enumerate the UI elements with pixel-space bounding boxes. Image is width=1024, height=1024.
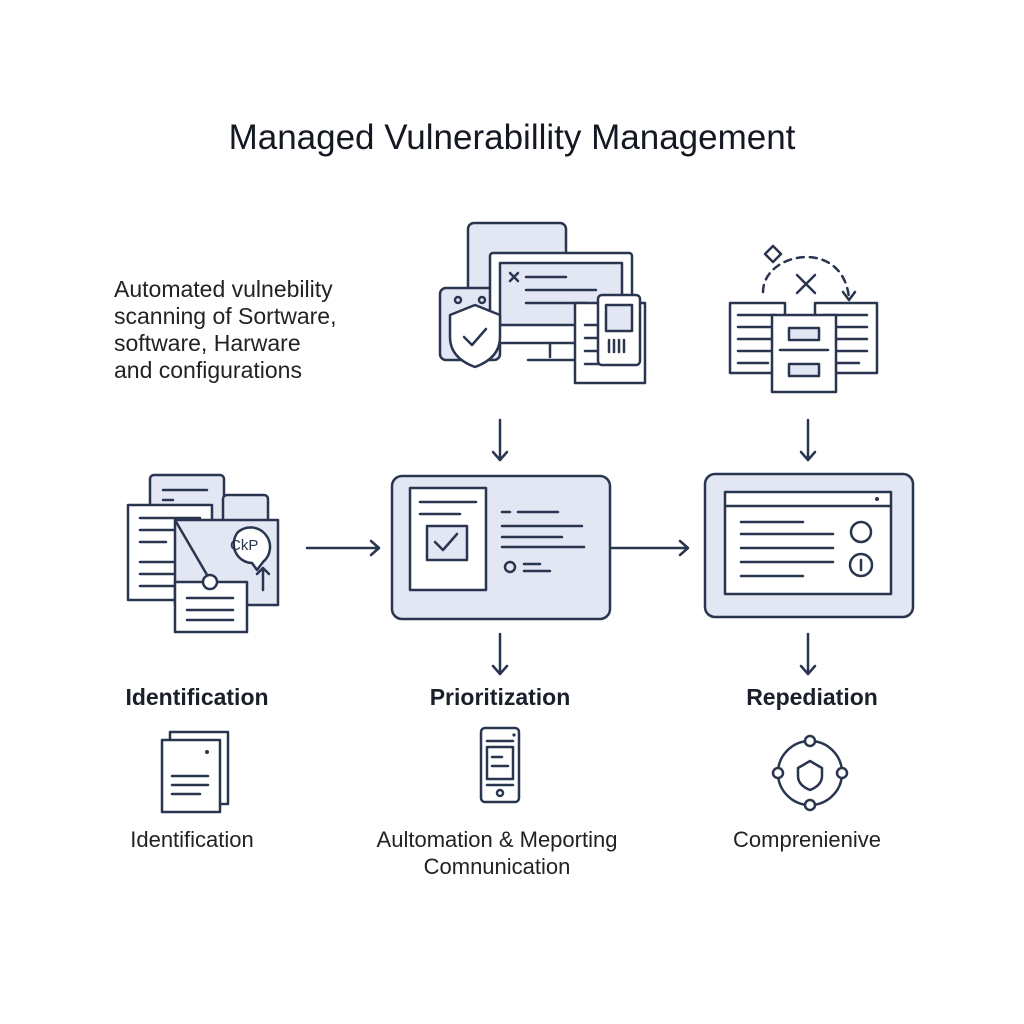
caption-line: Comnunication xyxy=(423,854,571,879)
document-icon xyxy=(160,730,230,814)
devices-shield-icon xyxy=(438,221,647,385)
stage-label-remediation: Repediation xyxy=(746,684,878,710)
caption-remediation: Comprenienive xyxy=(637,826,977,853)
arrow-down-icon xyxy=(799,632,817,676)
caption-line: Identification xyxy=(130,827,254,852)
remediation-panel-icon xyxy=(703,472,915,619)
prioritization-panel-icon xyxy=(390,474,612,621)
intro-text: Automated vulnebility scanning of Sortwa… xyxy=(114,276,336,384)
diagram-title: Managed Vulnerabillity Management xyxy=(228,118,796,157)
caption-line: Aultomation & Meporting xyxy=(376,827,618,852)
caption-prioritization: Aultomation & Meporting Comnunication xyxy=(327,826,667,880)
intro-line: Automated vulnebility xyxy=(114,276,333,302)
arrow-right-icon xyxy=(305,539,381,557)
arrow-down-icon xyxy=(799,418,817,462)
stage-label-prioritization: Prioritization xyxy=(429,684,571,710)
arrow-down-icon xyxy=(491,418,509,462)
arrow-down-icon xyxy=(491,632,509,676)
remediation-documents-icon xyxy=(728,244,879,394)
intro-line: and configurations xyxy=(114,357,302,383)
intro-line: scanning of Sortware, xyxy=(114,303,337,329)
mobile-device-icon xyxy=(479,726,521,804)
shield-network-icon xyxy=(771,734,849,812)
identification-documents-icon: CkP xyxy=(126,473,280,634)
arrow-right-icon xyxy=(610,539,690,557)
intro-line: software, Harware xyxy=(114,330,301,356)
stage-label-identification: Identification xyxy=(125,684,269,710)
caption-line: Comprenienive xyxy=(733,827,881,852)
caption-identification: Identification xyxy=(22,826,362,853)
badge-text: CkP xyxy=(230,537,258,554)
